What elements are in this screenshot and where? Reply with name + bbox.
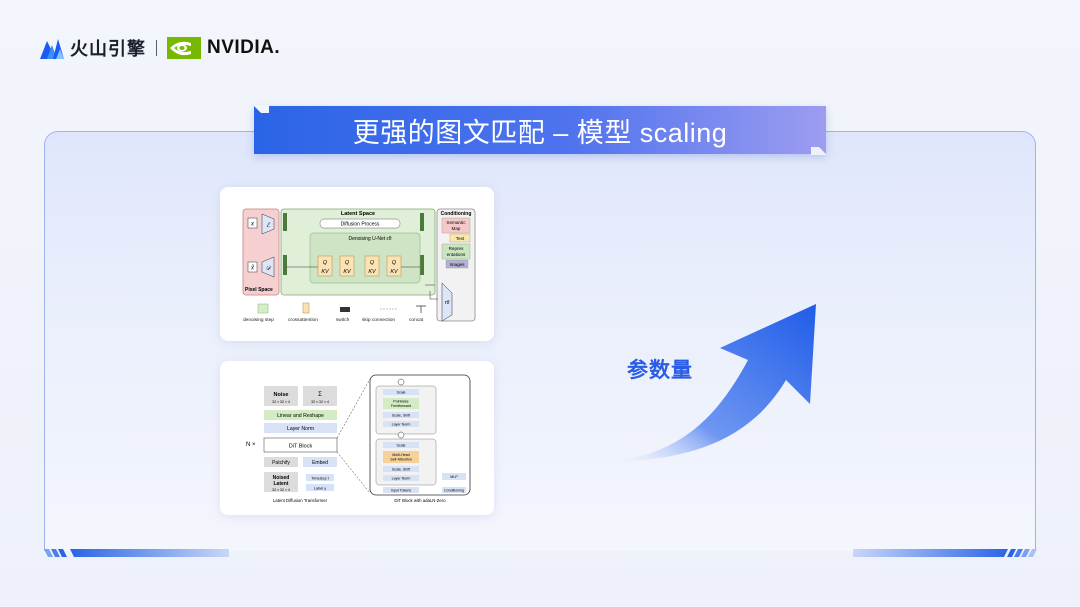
parameter-count-label: 参数量 [627, 359, 693, 382]
svg-text:Latent: Latent [274, 481, 289, 487]
svg-text:Scale: Scale [397, 444, 406, 448]
svg-text:Layer Norm: Layer Norm [392, 423, 411, 427]
svg-text:x: x [250, 222, 255, 228]
svg-text:Conditioning: Conditioning [441, 211, 472, 217]
svg-text:x̃: x̃ [250, 265, 255, 271]
svg-text:concat: concat [409, 317, 424, 323]
svg-text:KV: KV [390, 269, 399, 275]
svg-text:Scale, Shift: Scale, Shift [392, 414, 410, 418]
svg-text:Text: Text [456, 236, 465, 241]
svg-text:Input Tokens: Input Tokens [391, 489, 412, 493]
svg-text:Denoising U-Net ϵθ: Denoising U-Net ϵθ [348, 236, 391, 242]
svg-text:Repres: Repres [449, 246, 465, 251]
svg-text:Q: Q [345, 260, 350, 266]
slide-title: 更强的图文匹配 – 模型 scaling [352, 117, 728, 148]
svg-text:Patchify: Patchify [272, 460, 290, 466]
dit-diagram: Noise 32 × 32 × 4 Σ 32 × 32 × 4 Linear a… [246, 374, 471, 503]
svg-text:Self-Attention: Self-Attention [390, 458, 412, 462]
brand-name: 火山引擎 [70, 39, 146, 59]
svg-text:Q: Q [392, 260, 397, 266]
svg-text:32 × 32 × 4: 32 × 32 × 4 [311, 400, 329, 404]
nvidia-eye-logo-icon [167, 37, 201, 59]
svg-text:32 × 32 × 4: 32 × 32 × 4 [272, 400, 290, 404]
svg-text:ℰ: ℰ [266, 222, 271, 229]
svg-text:Layer Norm: Layer Norm [392, 477, 411, 481]
svg-text:Latent Space: Latent Space [341, 211, 375, 217]
svg-text:Linear and Reshape: Linear and Reshape [277, 413, 324, 419]
svg-text:denoising step: denoising step [243, 317, 274, 323]
svg-text:Noise: Noise [274, 392, 289, 398]
svg-text:Σ: Σ [318, 392, 322, 398]
svg-text:Timestep t: Timestep t [311, 477, 330, 481]
bottom-right-stripe [853, 549, 1037, 557]
title-banner: 更强的图文匹配 – 模型 scaling [253, 105, 827, 155]
svg-text:32 × 32 × 4: 32 × 32 × 4 [272, 488, 290, 492]
svg-text:Scale, Shift: Scale, Shift [392, 468, 410, 472]
svg-text:crossattention: crossattention [288, 317, 318, 323]
svg-text:Latent Diffusion Transformer: Latent Diffusion Transformer [273, 498, 328, 503]
dit-architecture-figure: Noise 32 × 32 × 4 Σ 32 × 32 × 4 Linear a… [220, 361, 494, 515]
header-logos: 火山引擎 NVIDIA. [40, 36, 280, 60]
pixel-space-label: Pixel Space [245, 287, 273, 293]
svg-text:Scale: Scale [397, 391, 406, 395]
svg-text:N ×: N × [246, 442, 256, 448]
svg-text:Label y: Label y [314, 487, 326, 491]
svg-text:Q: Q [370, 260, 375, 266]
svg-text:MLP: MLP [450, 475, 458, 479]
bottom-left-stripe [44, 549, 229, 557]
svg-text:entations: entations [447, 252, 466, 257]
svg-text:Pointwise: Pointwise [393, 400, 408, 404]
svg-text:KV: KV [368, 269, 377, 275]
svg-text:Diffusion Process: Diffusion Process [341, 222, 380, 228]
svg-text:switch: switch [336, 317, 350, 323]
svg-text:Multi-Head: Multi-Head [392, 453, 409, 457]
svg-text:skip connection: skip connection [362, 317, 395, 323]
svg-text:𝒟: 𝒟 [266, 265, 272, 272]
svg-text:τθ: τθ [445, 300, 450, 306]
svg-text:DiT Block: DiT Block [289, 444, 313, 450]
svg-text:Feedforward: Feedforward [391, 404, 411, 408]
ldm-diagram: x ℰ x̃ 𝒟 Pixel Space Latent Space Diffus… [242, 208, 476, 323]
svg-text:KV: KV [321, 269, 330, 275]
partner-name: NVIDIA. [207, 37, 281, 58]
logo-separator [156, 40, 157, 56]
svg-text:Layer Norm: Layer Norm [287, 426, 314, 432]
svg-text:Embed: Embed [312, 460, 328, 466]
svg-text:KV: KV [343, 269, 352, 275]
volcengine-logo-icon [40, 39, 64, 59]
svg-text:Images: Images [449, 262, 465, 267]
svg-text:Map: Map [452, 226, 461, 231]
ldm-architecture-figure: x ℰ x̃ 𝒟 Pixel Space Latent Space Diffus… [220, 187, 494, 341]
growth-arrow-icon [602, 304, 816, 462]
svg-text:Q: Q [323, 260, 328, 266]
svg-text:Conditioning: Conditioning [444, 489, 464, 493]
svg-text:DiT Block with adaLN-Zero: DiT Block with adaLN-Zero [394, 498, 446, 503]
svg-text:Noised: Noised [273, 475, 290, 481]
content-card [44, 131, 1036, 551]
svg-text:Semantic: Semantic [446, 220, 466, 225]
